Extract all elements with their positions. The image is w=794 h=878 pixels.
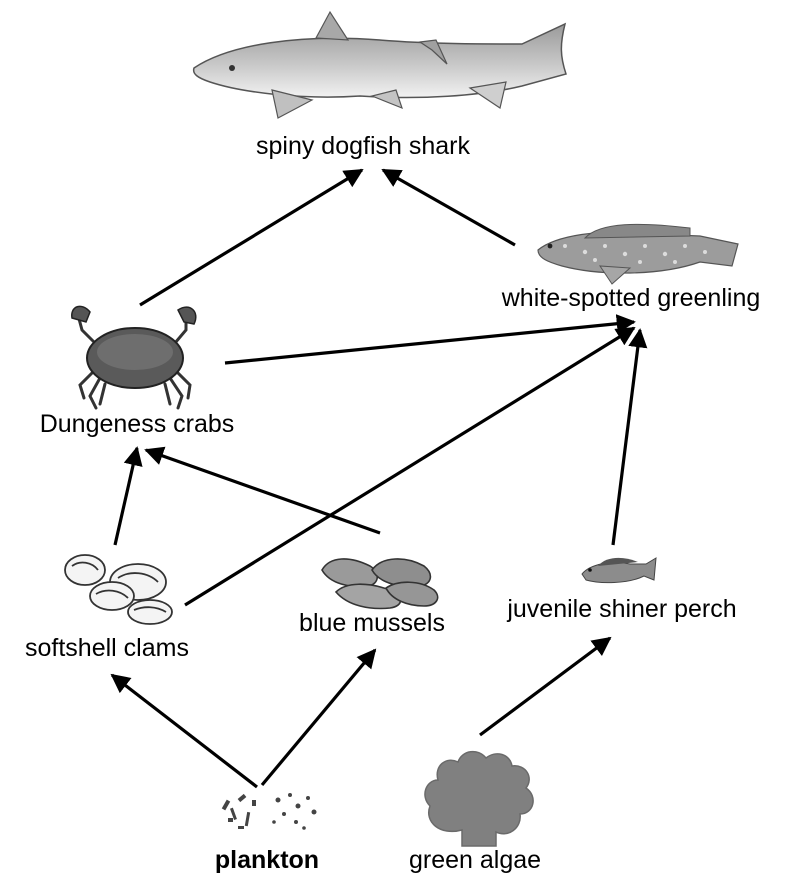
shark-icon <box>194 12 566 118</box>
arrow-plankton-to-mussels <box>262 650 375 785</box>
greenling-fish-icon <box>538 224 738 284</box>
arrow-mussels-to-crab <box>146 450 380 533</box>
crab-icon <box>72 306 196 408</box>
perch-label: juvenile shiner perch <box>506 595 736 623</box>
perch-fish-icon <box>582 558 656 583</box>
mussels-label: blue mussels <box>299 609 445 637</box>
crab-label: Dungeness crabs <box>40 410 235 438</box>
greenling-label: white-spotted greenling <box>501 284 761 312</box>
arrow-clams-to-crab <box>115 448 137 545</box>
arrow-crab-to-shark <box>140 170 362 305</box>
arrow-algae-to-perch <box>480 638 610 735</box>
arrow-plankton-to-clams <box>112 675 257 787</box>
arrow-greenling-to-shark <box>383 170 515 245</box>
clams-label: softshell clams <box>25 634 189 662</box>
plankton-icon <box>222 793 317 830</box>
mussels-icon <box>322 559 438 609</box>
arrow-crab-to-greenling <box>225 322 634 363</box>
algae-label: green algae <box>409 846 541 874</box>
shark-label: spiny dogfish shark <box>256 132 471 160</box>
clams-icon <box>65 555 172 624</box>
arrow-perch-to-greenling <box>613 330 640 545</box>
algae-icon <box>425 752 533 846</box>
plankton-label: plankton <box>215 846 319 874</box>
